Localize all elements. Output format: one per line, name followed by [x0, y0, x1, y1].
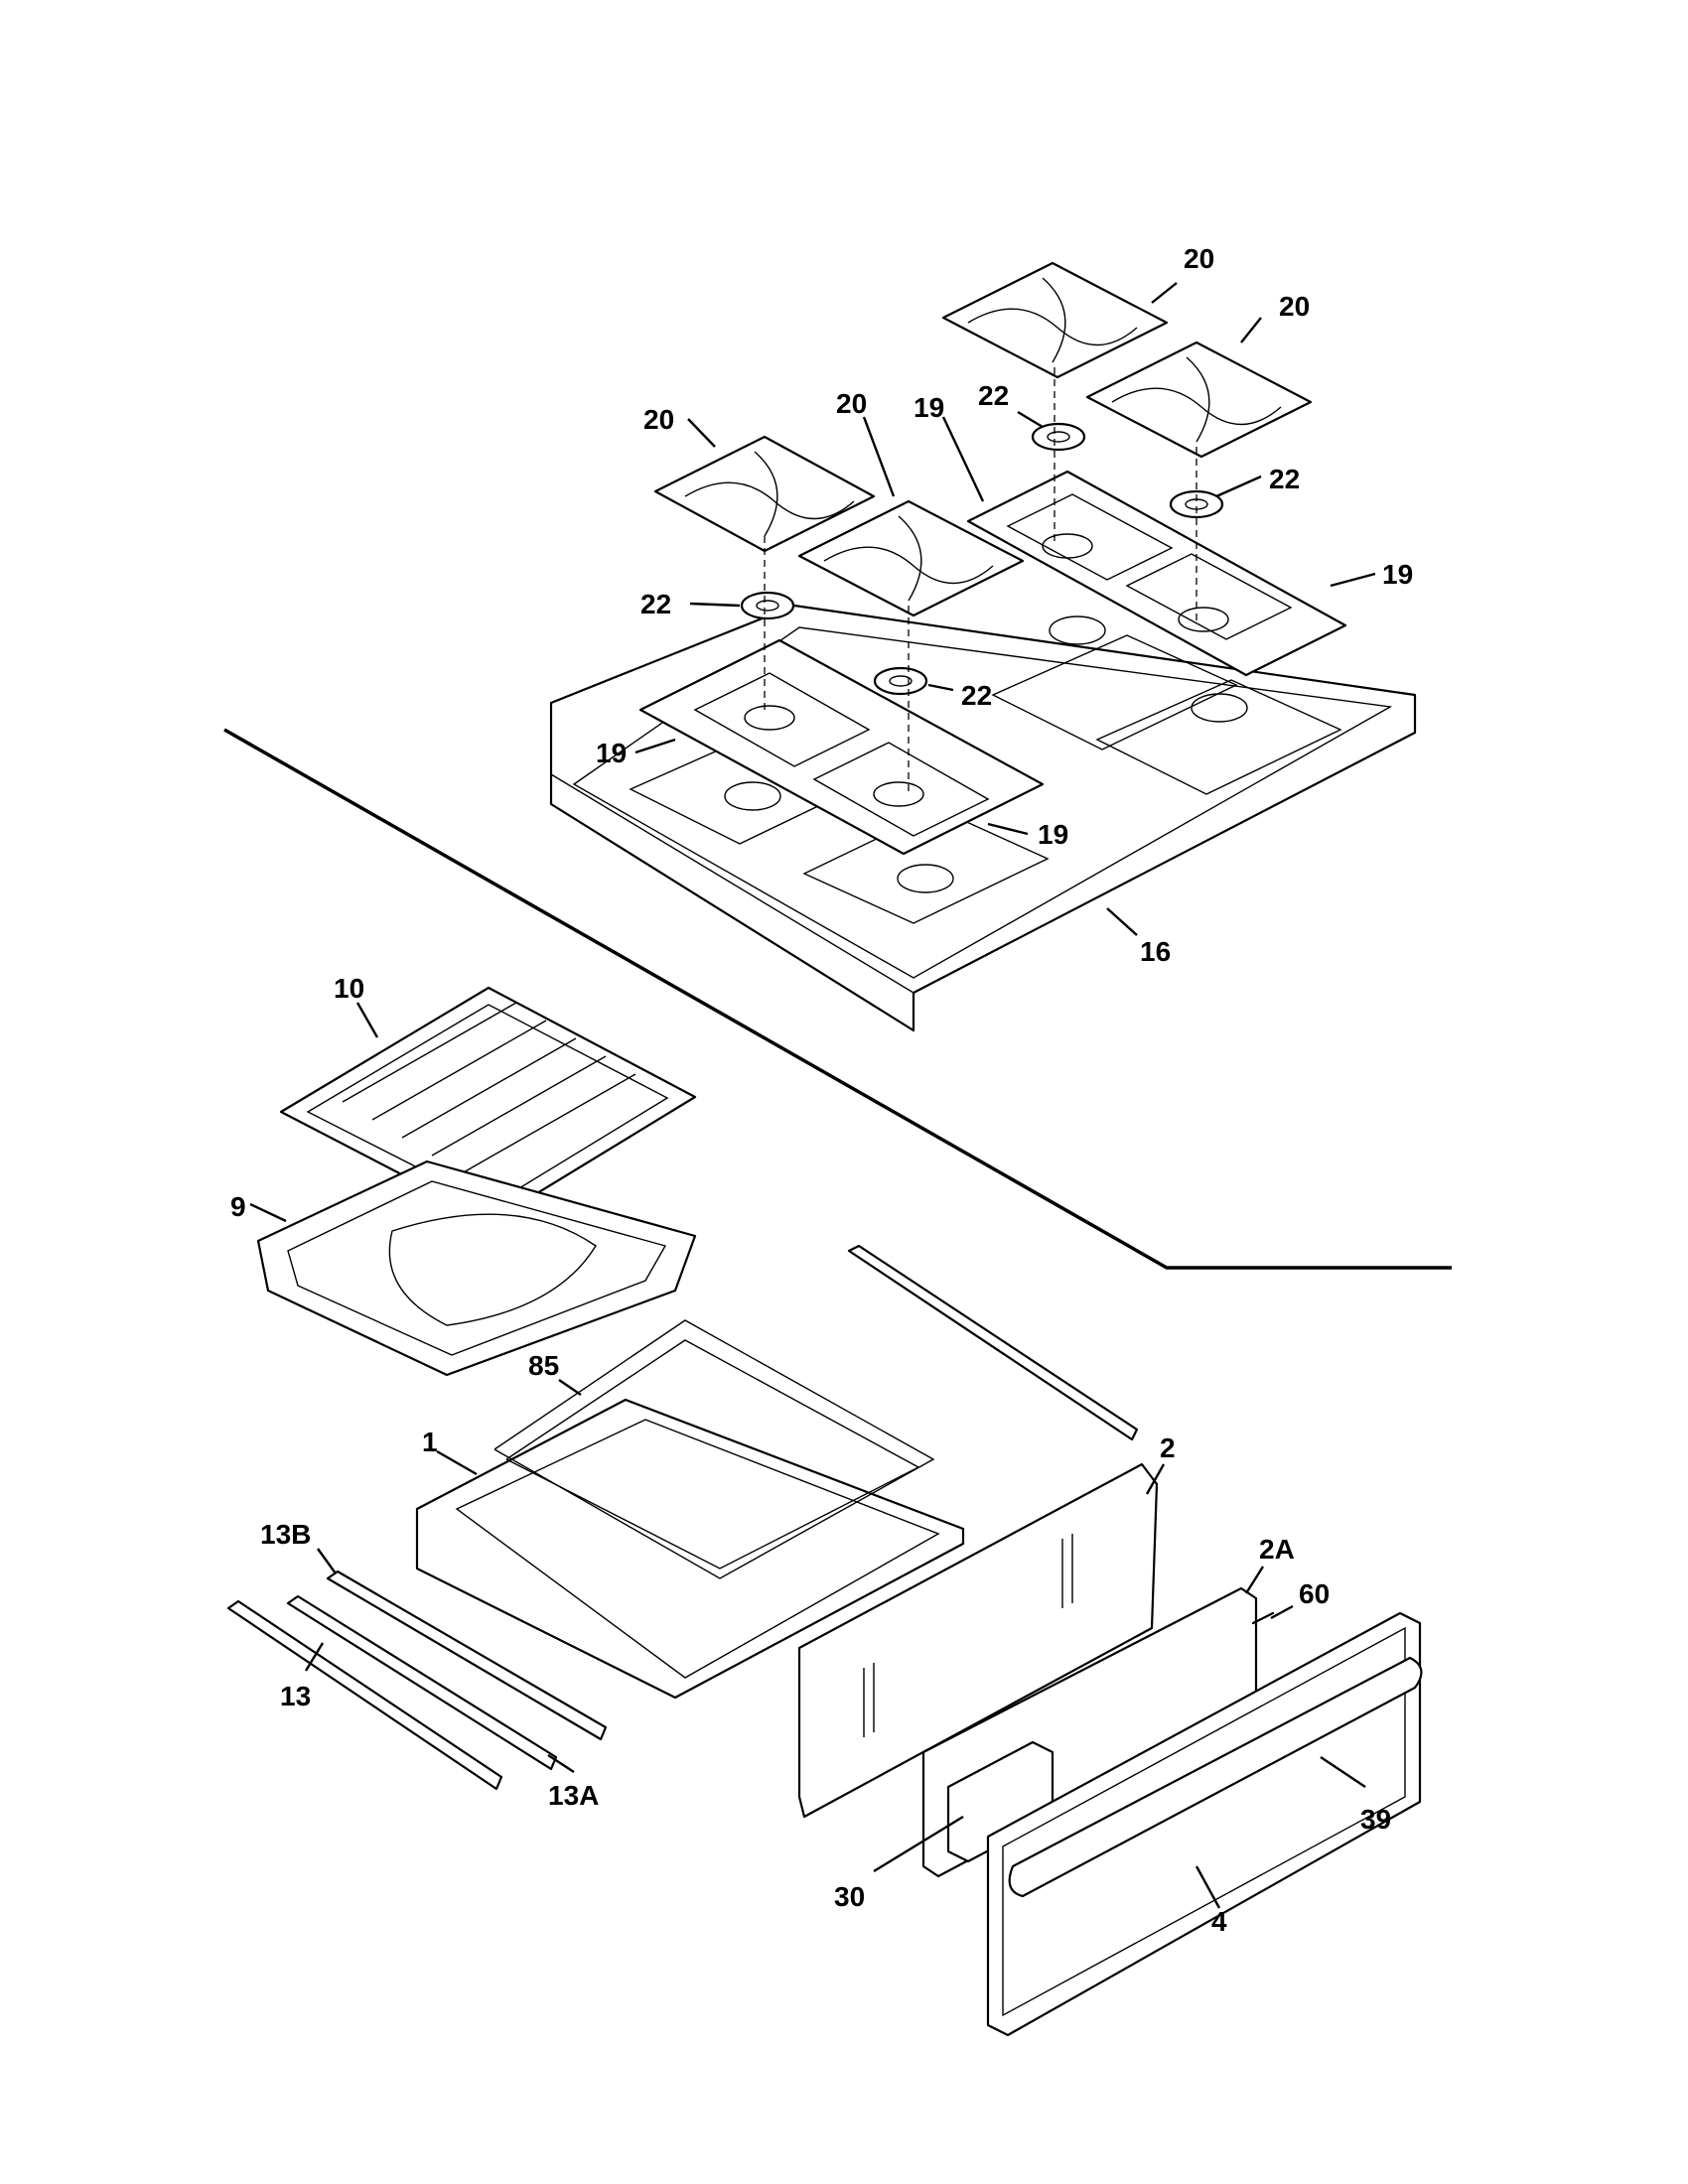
callout-19-front: 19	[1038, 819, 1068, 850]
callout-13A: 13A	[548, 1780, 599, 1811]
burner-cap-22-a	[740, 591, 795, 620]
leader-lines	[249, 282, 1376, 1909]
callout-13: 13	[280, 1681, 311, 1711]
drawer-slide-13A	[286, 1594, 558, 1771]
callout-2A: 2A	[1259, 1534, 1295, 1565]
callout-13B: 13B	[260, 1519, 311, 1550]
drawer-slide-13B	[326, 1570, 608, 1741]
grate-20-rear-left	[941, 261, 1169, 379]
burner-cap-22-d	[1169, 489, 1224, 519]
callout-22-center: 22	[961, 680, 992, 711]
drawer-slide-13	[226, 1599, 503, 1791]
burner-cap-22-b	[873, 666, 928, 696]
drawer-back-2	[797, 1462, 1159, 1819]
cooktop-16	[549, 604, 1417, 1032]
grate-20-center	[797, 499, 1025, 617]
grate-20-left	[653, 435, 876, 553]
callout-20-center: 20	[836, 388, 867, 419]
bolt-60	[1251, 1611, 1275, 1625]
burner-frame-19-rear	[966, 470, 1347, 677]
callout-4: 4	[1211, 1906, 1227, 1937]
callout-19-rear: 19	[914, 392, 944, 423]
callout-22-left: 22	[640, 589, 671, 619]
section-divider-line	[223, 728, 1452, 1270]
callout-16: 16	[1140, 936, 1171, 967]
callout-39: 39	[1360, 1804, 1391, 1835]
drawer-rack-85	[493, 1319, 935, 1579]
callout-22-right: 22	[1269, 464, 1300, 494]
callout-20-rear-right: 20	[1279, 291, 1310, 322]
grate-20-rear-right	[1085, 341, 1313, 459]
rear-rail	[847, 1244, 1139, 1441]
burner-frame-19-front	[638, 638, 1045, 856]
callout-19-right: 19	[1382, 559, 1413, 590]
callout-10: 10	[334, 973, 364, 1004]
burner-cap-22-c	[1031, 422, 1086, 452]
callout-60: 60	[1299, 1578, 1330, 1609]
callout-2: 2	[1160, 1433, 1176, 1463]
callout-30: 30	[834, 1881, 865, 1912]
callout-22-rear: 22	[978, 380, 1009, 411]
callout-19-left: 19	[596, 738, 627, 768]
drawer-liner-1	[415, 1398, 965, 1700]
handle-39	[1008, 1656, 1423, 1898]
callout-20-left: 20	[643, 404, 674, 435]
callout-85: 85	[528, 1350, 559, 1381]
callout-1: 1	[422, 1427, 438, 1457]
callout-9: 9	[230, 1191, 246, 1222]
broiler-pan-9	[256, 1160, 697, 1377]
callout-20-top: 20	[1184, 243, 1214, 274]
